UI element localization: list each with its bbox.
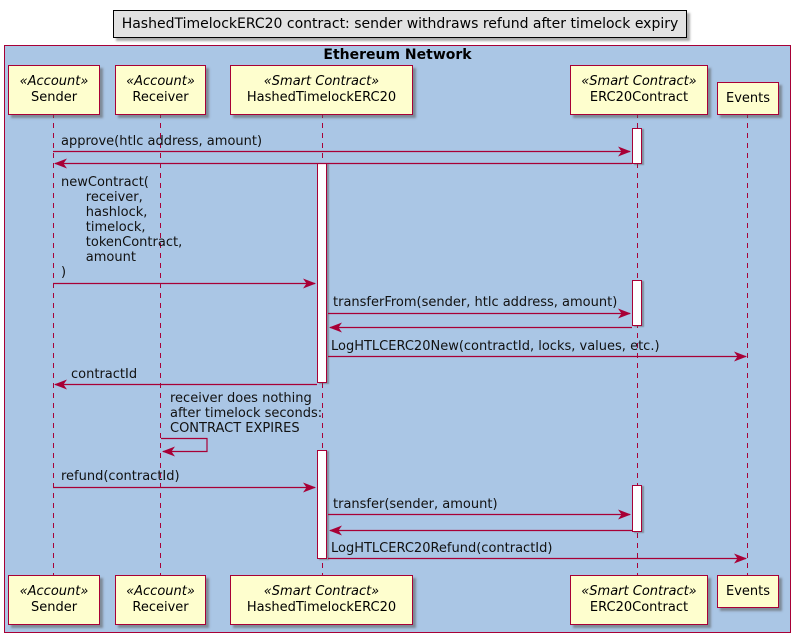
label-receiver-note: receiver does nothing after timelock sec… [170, 391, 323, 436]
participant-events-bottom: Events [717, 575, 779, 608]
participant-events-top: Events [717, 82, 779, 115]
ethereum-network-frame [4, 45, 791, 633]
participant-stereotype: «Smart Contract» [263, 584, 380, 599]
activation-htlc-new [317, 163, 327, 383]
participant-erc20-top: «Smart Contract» ERC20Contract [570, 65, 708, 115]
label-transferfrom: transferFrom(sender, htlc address, amoun… [333, 295, 618, 310]
label-transfer: transfer(sender, amount) [333, 497, 498, 512]
participant-stereotype: «Account» [19, 74, 89, 89]
participant-stereotype: «Smart Contract» [581, 74, 697, 89]
participant-name: Events [725, 90, 770, 106]
label-refund: refund(contractId) [61, 469, 180, 484]
participant-name: Sender [30, 90, 78, 105]
participant-erc20-bottom: «Smart Contract» ERC20Contract [570, 575, 708, 625]
participant-htlc-bottom: «Smart Contract» HashedTimelockERC20 [230, 575, 413, 625]
participant-name: Sender [30, 600, 78, 615]
participant-sender-bottom: «Account» Sender [8, 575, 100, 625]
activation-htlc-refund [317, 450, 327, 559]
activation-erc20-transfer [632, 485, 642, 532]
frame-label: Ethereum Network [323, 47, 472, 63]
participant-stereotype: «Smart Contract» [581, 584, 697, 599]
participant-name: Receiver [132, 90, 189, 105]
diagram-title: HashedTimelockERC20 contract: sender wit… [113, 10, 687, 38]
participant-name: ERC20Contract [589, 600, 689, 615]
participant-name: HashedTimelockERC20 [246, 600, 397, 615]
participant-sender-top: «Account» Sender [8, 65, 100, 115]
participant-stereotype: «Account» [126, 74, 195, 89]
label-log-new: LogHTLCERC20New(contractId, locks, value… [331, 339, 660, 354]
label-log-refund: LogHTLCERC20Refund(contractId) [331, 541, 553, 556]
participant-name: Receiver [132, 600, 189, 615]
label-contractid: contractId [71, 367, 138, 382]
label-newcontract: newContract( receiver, hashlock, timeloc… [61, 175, 183, 280]
participant-name: Events [725, 583, 770, 599]
participant-stereotype: «Smart Contract» [263, 74, 380, 89]
label-approve: approve(htlc address, amount) [61, 134, 263, 149]
activation-erc20-transferfrom [632, 280, 642, 326]
participant-stereotype: «Account» [126, 584, 195, 599]
participant-name: ERC20Contract [589, 90, 689, 105]
participant-name: HashedTimelockERC20 [246, 90, 397, 105]
participant-stereotype: «Account» [19, 584, 89, 599]
activation-erc20-approve [632, 128, 642, 164]
participant-htlc-top: «Smart Contract» HashedTimelockERC20 [230, 65, 413, 115]
participant-receiver-top: «Account» Receiver [115, 65, 206, 115]
participant-receiver-bottom: «Account» Receiver [115, 575, 206, 625]
